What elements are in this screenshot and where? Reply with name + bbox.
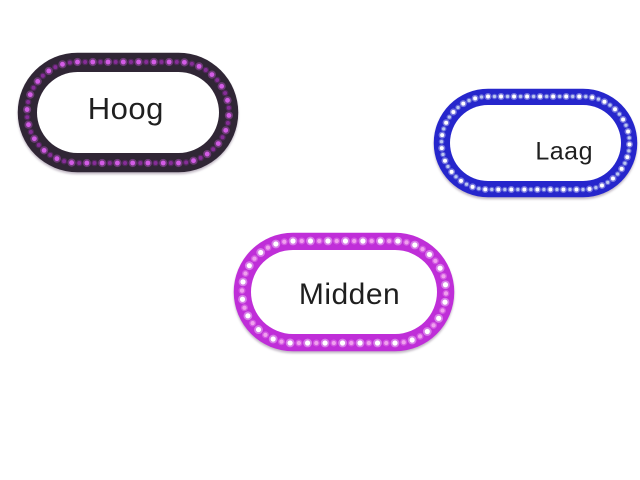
answer-button-midden[interactable]: Midden — [233, 232, 455, 352]
answer-button-hoog[interactable]: Hoog — [17, 52, 239, 173]
marquee-light-ring — [433, 88, 638, 198]
marquee-light-ring — [233, 232, 455, 352]
marquee-light-ring — [17, 52, 239, 173]
answer-button-laag[interactable]: Laag — [433, 88, 638, 198]
answer-label-midden: Midden — [298, 278, 401, 311]
answer-label-hoog: Hoog — [87, 90, 164, 126]
answer-label-laag: Laag — [535, 137, 593, 166]
